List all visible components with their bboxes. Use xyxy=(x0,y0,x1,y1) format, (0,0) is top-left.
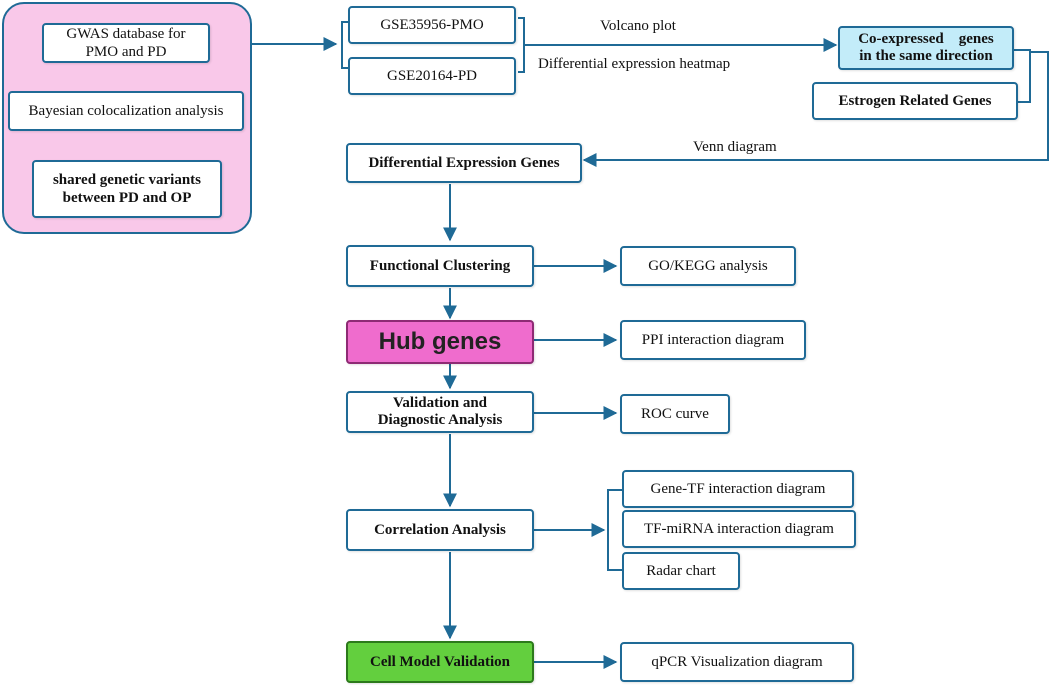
dataset-pmo-box: GSE35956-PMO xyxy=(348,6,516,44)
hub-genes-label: Hub genes xyxy=(378,328,502,355)
estrogen-genes-label: Estrogen Related Genes xyxy=(838,93,992,109)
gene-tf-label: Gene-TF interaction diagram xyxy=(650,481,826,497)
radar-chart-label: Radar chart xyxy=(646,563,716,579)
dataset-pd-box: GSE20164-PD xyxy=(348,57,516,95)
coexpressed-right-bracket xyxy=(1014,49,1031,103)
dataset-right-bracket xyxy=(518,17,525,73)
shared-variants-line2: between PD and OP xyxy=(62,190,192,206)
deg-box: Differential Expression Genes xyxy=(346,143,582,183)
deg-label: Differential Expression Genes xyxy=(368,155,560,171)
correlation-analysis-box: Correlation Analysis xyxy=(346,509,534,551)
dataset-pd-label: GSE20164-PD xyxy=(386,68,477,84)
validation-line2: Diagnostic Analysis xyxy=(377,412,503,428)
functional-clustering-label: Functional Clustering xyxy=(369,258,511,274)
correlation-outputs-bracket xyxy=(607,489,622,571)
tf-mirna-label: TF-miRNA interaction diagram xyxy=(644,521,834,537)
heatmap-label: Differential expression heatmap xyxy=(538,56,731,72)
correlation-analysis-label: Correlation Analysis xyxy=(374,522,506,538)
gene-tf-box: Gene-TF interaction diagram xyxy=(622,470,854,508)
ppi-label: PPI interaction diagram xyxy=(641,332,785,348)
coexpressed-line1: Co-expressed genes xyxy=(858,31,994,47)
estrogen-genes-box: Estrogen Related Genes xyxy=(812,82,1018,120)
bayesian-colocalization-box: Bayesian colocalization analysis xyxy=(8,91,244,131)
hub-genes-box: Hub genes xyxy=(346,320,534,364)
gokegg-label: GO/KEGG analysis xyxy=(648,258,768,274)
dataset-pmo-label: GSE35956-PMO xyxy=(380,17,484,33)
dataset-left-bracket xyxy=(341,21,350,69)
gwas-database-line1: GWAS database for xyxy=(66,26,186,42)
validation-line1: Validation and xyxy=(392,395,488,411)
functional-clustering-box: Functional Clustering xyxy=(346,245,534,287)
coexpressed-genes-box: Co-expressed genes in the same direction xyxy=(838,26,1014,70)
shared-variants-box: shared genetic variants between PD and O… xyxy=(32,160,222,218)
roc-label: ROC curve xyxy=(641,406,709,422)
volcano-plot-label: Volcano plot xyxy=(600,18,676,34)
venn-diagram-label: Venn diagram xyxy=(693,139,777,155)
shared-variants-line1: shared genetic variants xyxy=(52,172,202,188)
cell-model-validation-label: Cell Model Validation xyxy=(369,654,511,670)
gwas-database-line2: PMO and PD xyxy=(85,44,167,60)
bayesian-colocalization-label: Bayesian colocalization analysis xyxy=(28,103,224,119)
radar-chart-box: Radar chart xyxy=(622,552,740,590)
ppi-box: PPI interaction diagram xyxy=(620,320,806,360)
roc-box: ROC curve xyxy=(620,394,730,434)
gokegg-box: GO/KEGG analysis xyxy=(620,246,796,286)
arrow-venn-to-deg xyxy=(582,51,1049,167)
validation-box: Validation and Diagnostic Analysis xyxy=(346,391,534,433)
gwas-database-box: GWAS database for PMO and PD xyxy=(42,23,210,63)
qpcr-box: qPCR Visualization diagram xyxy=(620,642,854,682)
cell-model-validation-box: Cell Model Validation xyxy=(346,641,534,683)
tf-mirna-box: TF-miRNA interaction diagram xyxy=(622,510,856,548)
coexpressed-line2: in the same direction xyxy=(859,48,993,64)
qpcr-label: qPCR Visualization diagram xyxy=(651,654,823,670)
